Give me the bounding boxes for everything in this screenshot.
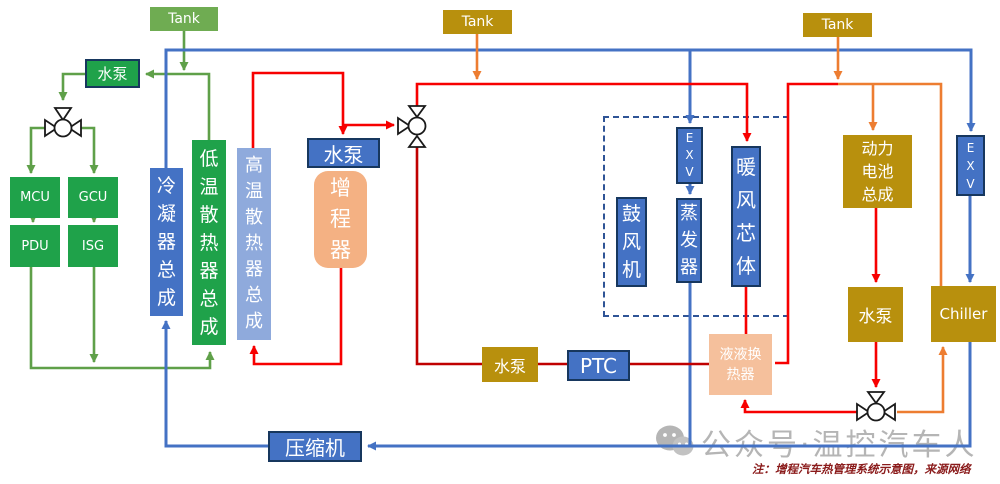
isg-box: ISG — [68, 225, 118, 267]
tank-left: Tank — [150, 7, 218, 31]
ptc-heater: PTC — [567, 350, 630, 381]
condenser-assembly: 冷凝器总成 — [150, 168, 183, 316]
liquid-liquid-heat-exchanger: 液液换热器 — [709, 334, 772, 395]
battery-coolant-lines — [472, 34, 948, 414]
tank-mid: Tank — [443, 10, 512, 34]
refrigerant-lines — [161, 48, 976, 451]
coolant-pump-left: 水泵 — [85, 59, 140, 88]
three-way-valve-mid — [397, 105, 427, 148]
chiller: Chiller — [931, 286, 996, 342]
blower: 鼓风机 — [616, 197, 647, 287]
evaporator: 蒸发器 — [676, 198, 702, 283]
battery-coolant-pump: 水泵 — [848, 287, 903, 342]
three-way-valve-bottom — [856, 391, 896, 422]
exv-right: EXV — [956, 135, 985, 196]
three-way-valve-left — [44, 107, 82, 138]
ptc-branch-lines — [415, 146, 709, 366]
engine-coolant-pump: 水泵 — [307, 138, 380, 168]
compressor: 压缩机 — [268, 431, 362, 462]
exv-left: EXV — [676, 127, 703, 184]
range-extender: 增程器 — [314, 171, 367, 268]
ht-radiator-assembly: 高温散热器总成 — [237, 148, 271, 340]
mcu-box: MCU — [10, 177, 60, 218]
gcu-box: GCU — [68, 177, 118, 218]
ptc-loop-pump: 水泵 — [482, 347, 538, 382]
heater-core: 暖风芯体 — [731, 146, 761, 287]
source-note: 注：增程汽车热管理系统示意图，来源网络 — [752, 462, 971, 476]
lt-radiator-assembly: 低温散热器总成 — [192, 140, 226, 345]
engine-coolant-lines — [249, 71, 881, 414]
tank-right: Tank — [803, 13, 872, 37]
power-battery-assembly: 动力电池总成 — [843, 135, 912, 208]
pdu-box: PDU — [10, 225, 60, 267]
